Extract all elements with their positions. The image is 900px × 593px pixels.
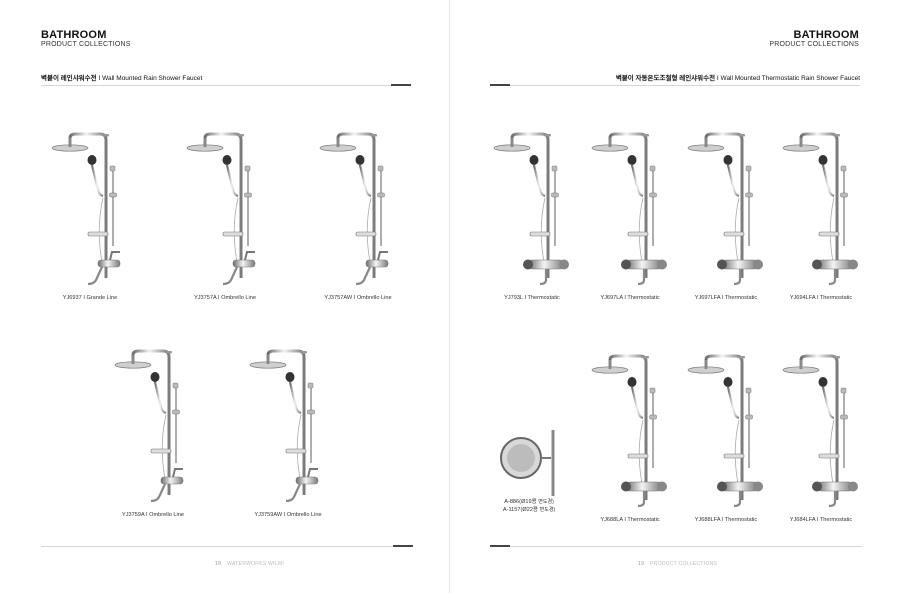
section-title-ko: 벽붙이 레인샤워수전 (41, 75, 97, 82)
separator: I (716, 75, 719, 82)
product-card[interactable]: YJ3757AW I Ombrello Line (298, 128, 418, 301)
product-caption: YJ694LFA I Thermostatic (789, 295, 853, 301)
product-card[interactable]: YJ3757A I Ombrello Line (165, 128, 285, 301)
footer-rule-left (41, 546, 413, 547)
product-caption: YJ688LA I Thermostatic (600, 517, 660, 523)
brand-subtitle-right: PRODUCT COLLECTIONS (769, 41, 859, 48)
product-caption: YJ6937 I Grande Line (62, 295, 118, 301)
shower-set-image (298, 128, 418, 293)
product-caption: YJ697LA I Thermostatic (600, 295, 660, 301)
page-number-left: 18 (215, 561, 222, 567)
section-title-left: 벽붙이 레인샤워수전 I Wall Mounted Rain Shower Fa… (41, 72, 202, 82)
product-caption: YJ684LFA I Thermostatic (789, 517, 853, 523)
right-page: BATHROOM PRODUCT COLLECTIONS 벽붙이 자동온도조절형… (450, 0, 900, 593)
accessory-card[interactable]: A-886(Ø19용 면도경) A-1157(Ø22용 면도경) (474, 428, 584, 514)
thermostatic-shower-image (666, 350, 786, 515)
separator: I (98, 75, 101, 82)
product-card[interactable]: YJ684LFA I Thermostatic (761, 350, 881, 523)
accessory-caption: A-886(Ø19용 면도경) A-1157(Ø22용 면도경) (502, 499, 556, 513)
header-rule-left (41, 85, 411, 86)
page-footer-left: 18 WATERWORKS WILMI (215, 561, 284, 567)
product-card[interactable]: YJ694LFA I Thermostatic (761, 128, 881, 301)
page-spine (449, 0, 450, 593)
product-card[interactable]: YJ688LFA I Thermostatic (666, 350, 786, 523)
thermostatic-shower-image (666, 128, 786, 293)
brand-title-right: BATHROOM (793, 29, 859, 41)
footer-rule-right (490, 546, 862, 547)
shower-set-image (30, 128, 150, 293)
shower-set-image (93, 345, 213, 510)
footer-text-left: WATERWORKS WILMI (227, 561, 285, 567)
header-rule-right (490, 85, 860, 86)
shower-set-image (228, 345, 348, 510)
thermostatic-shower-image (761, 350, 881, 515)
product-card[interactable]: YJ793L I Thermostatic (472, 128, 592, 301)
brand-title-left: BATHROOM (41, 29, 107, 41)
product-card[interactable]: YJ6937 I Grande Line (30, 128, 150, 301)
product-caption: YJ697LFA I Thermostatic (694, 295, 758, 301)
section-title-en: Wall Mounted Thermostatic Rain Shower Fa… (720, 75, 860, 82)
shower-set-image (165, 128, 285, 293)
product-card[interactable]: YJ3759A I Ombrello Line (93, 345, 213, 518)
footer-text-right: PRODUCT COLLECTIONS (650, 561, 718, 567)
shaving-mirror-image (474, 428, 584, 498)
product-card[interactable]: YJ697LFA I Thermostatic (666, 128, 786, 301)
product-card[interactable]: YJ688LA I Thermostatic (570, 350, 690, 523)
section-title-en: Wall Mounted Rain Shower Faucet (102, 75, 203, 82)
product-caption: YJ793L I Thermostatic (504, 295, 560, 301)
product-caption: YJ3757A I Ombrello Line (194, 295, 256, 301)
header-rule-accent-right (490, 84, 510, 86)
page-footer-right: 19 PRODUCT COLLECTIONS (638, 561, 717, 567)
thermostatic-shower-image (472, 128, 592, 293)
left-page: BATHROOM PRODUCT COLLECTIONS 벽붙이 레인샤워수전 … (30, 29, 418, 567)
header-rule-accent-left (391, 84, 411, 86)
product-caption: YJ3759AW I Ombrello Line (254, 512, 322, 518)
product-caption: YJ3757AW I Ombrello Line (324, 295, 392, 301)
thermostatic-shower-image (761, 128, 881, 293)
footer-rule-accent-right (490, 545, 510, 547)
footer-rule-accent-left (393, 545, 413, 547)
product-card[interactable]: YJ3759AW I Ombrello Line (228, 345, 348, 518)
section-title-ko: 벽붙이 자동온도조절형 레인샤워수전 (615, 75, 716, 82)
product-caption: YJ688LFA I Thermostatic (694, 517, 758, 523)
thermostatic-shower-image (570, 350, 690, 515)
product-card[interactable]: YJ697LA I Thermostatic (570, 128, 690, 301)
section-title-right: 벽붙이 자동온도조절형 레인샤워수전 I Wall Mounted Thermo… (616, 72, 860, 82)
page-number-right: 19 (638, 561, 645, 567)
product-caption: YJ3759A I Ombrello Line (122, 512, 184, 518)
brand-subtitle-left: PRODUCT COLLECTIONS (41, 41, 131, 48)
thermostatic-shower-image (570, 128, 690, 293)
